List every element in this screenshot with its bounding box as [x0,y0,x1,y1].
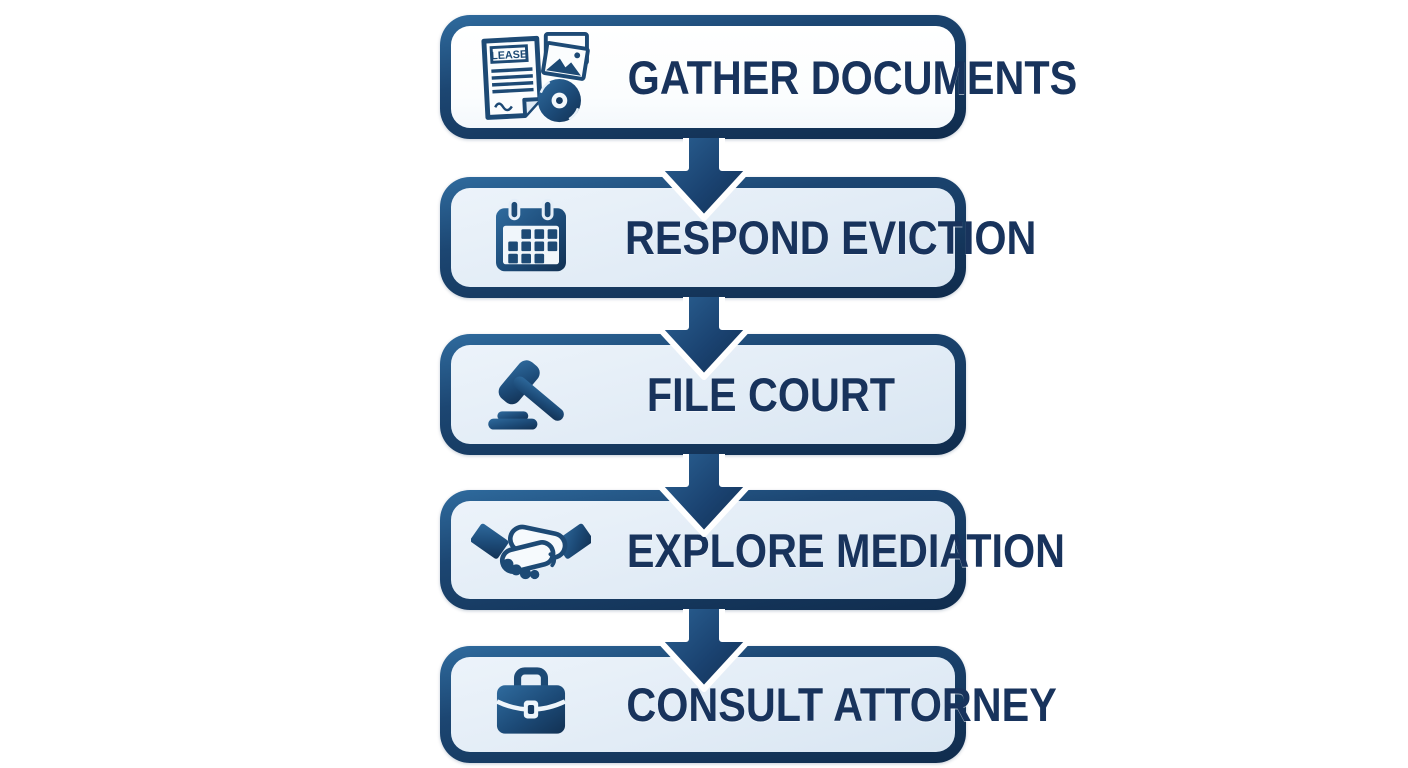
lease-label: LEASE [491,49,527,63]
gavel-icon [465,351,597,439]
down-arrow-icon [655,454,753,537]
step-box-inner: EXPLORE MEDIATION [451,501,1065,599]
step-box-inner: LEASE [451,26,1077,128]
step-label: GATHER DOCUMENTS [627,50,1078,104]
step-label: RESPOND EVICTION [625,211,1037,264]
down-arrow-icon [655,138,753,221]
down-arrow-icon [655,297,753,380]
step-label: FILE COURT [646,368,896,421]
lease-documents-photos-cd-icon: LEASE [465,28,597,126]
briefcase-icon [465,662,597,748]
step-box-inner: FILE COURT [451,345,955,444]
handshake-icon [465,508,597,593]
calendar-icon [465,196,597,280]
step-label-wrap: RESPOND EVICTION [597,210,1074,265]
step-label-wrap: FILE COURT [597,367,955,422]
step-label-wrap: GATHER DOCUMENTS [597,50,1118,105]
step-box-gather-documents: LEASE [440,15,1077,139]
down-arrow-icon [655,609,753,692]
